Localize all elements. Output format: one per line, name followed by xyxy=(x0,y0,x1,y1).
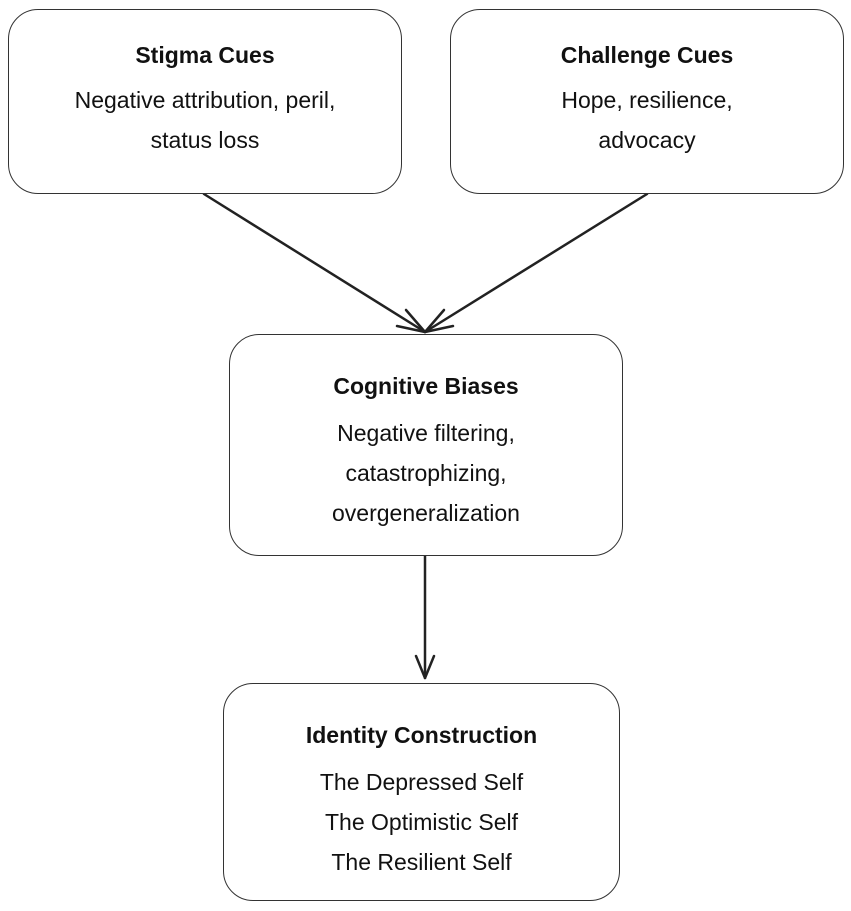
arrow-cognitive-to-identity xyxy=(414,554,436,680)
node-stigma-cues: Stigma Cues Negative attribution, peril,… xyxy=(8,9,402,194)
node-identity-construction: Identity Construction The Depressed Self… xyxy=(223,683,620,901)
node-title: Identity Construction xyxy=(305,722,538,748)
node-title: Challenge Cues xyxy=(560,42,734,68)
node-line: The Optimistic Self xyxy=(325,809,518,835)
arrow-challenge-to-cognitive xyxy=(423,192,649,334)
node-title: Cognitive Biases xyxy=(333,373,519,399)
node-line: The Resilient Self xyxy=(331,849,512,875)
node-line: Negative filtering, xyxy=(337,420,515,446)
node-line: overgeneralization xyxy=(332,500,520,526)
node-title: Stigma Cues xyxy=(135,42,275,68)
node-line: advocacy xyxy=(598,127,696,153)
node-line: The Depressed Self xyxy=(319,769,524,795)
node-challenge-cues: Challenge Cues Hope, resilience, advocac… xyxy=(450,9,844,194)
node-line: Negative attribution, peril, xyxy=(74,87,336,113)
node-cognitive-biases: Cognitive Biases Negative filtering, cat… xyxy=(229,334,623,556)
arrow-stigma-to-cognitive xyxy=(202,192,427,334)
node-line: Hope, resilience, xyxy=(561,87,733,113)
node-line: catastrophizing, xyxy=(345,460,507,486)
node-line: status loss xyxy=(150,127,260,153)
